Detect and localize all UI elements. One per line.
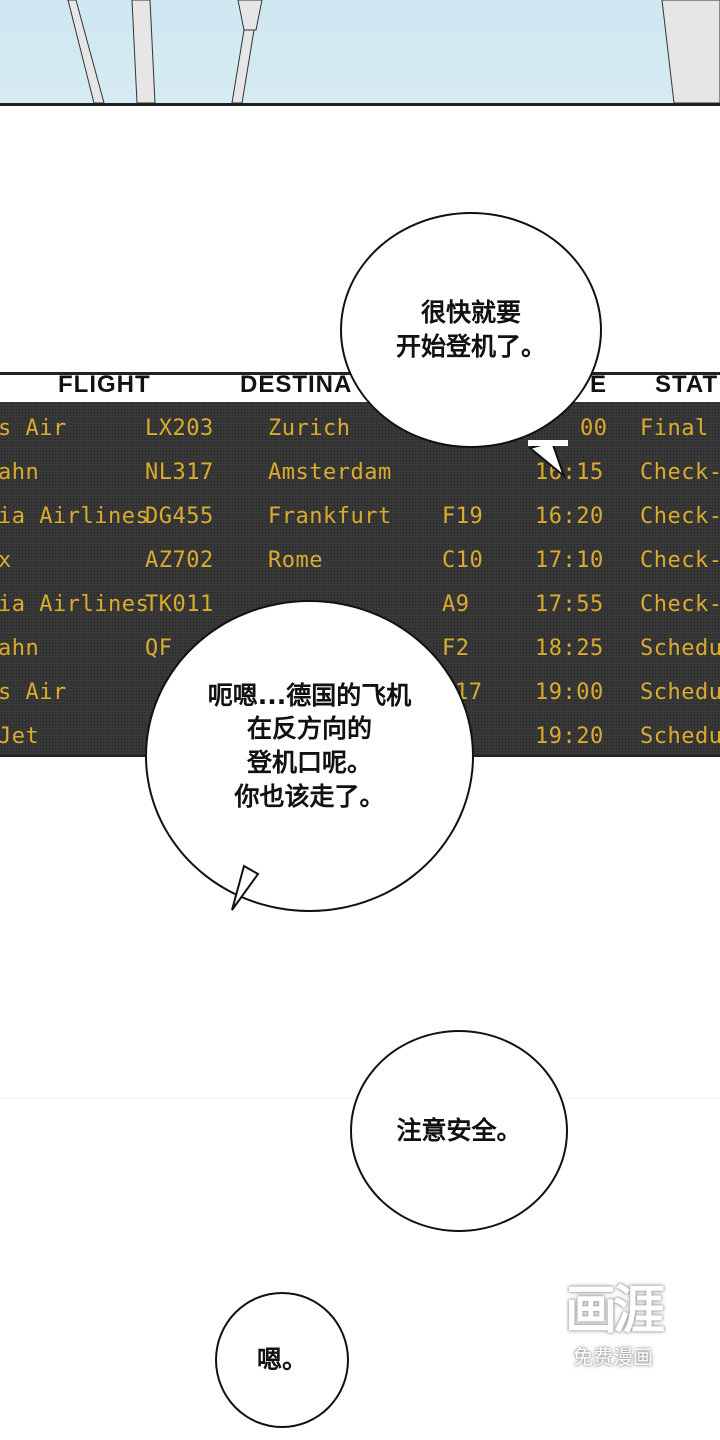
cell-time: 16:20 xyxy=(535,504,604,529)
cell-flight: AZ702 xyxy=(145,548,214,573)
cell-status: Final C xyxy=(640,416,720,441)
bubble-line: 注意安全。 xyxy=(396,1116,522,1146)
cell-status: Check- xyxy=(640,548,720,573)
railing-illustration xyxy=(67,0,720,104)
cell-flight: TK011 xyxy=(145,592,214,617)
cell-airline: s Air xyxy=(0,680,67,705)
board-row: ahn QF F2 18:25 Schedu xyxy=(0,628,720,672)
speech-bubble: 呃嗯...德国的飞机 在反方向的 登机口呢。 你也该走了。 xyxy=(145,600,474,912)
sky-panel xyxy=(0,0,720,106)
cell-flight: LX203 xyxy=(145,416,214,441)
bubble-line: 你也该走了。 xyxy=(234,781,385,811)
board-row: x AZ702 Rome C10 17:10 Check- xyxy=(0,540,720,584)
cell-airline: ahn xyxy=(0,636,40,661)
cell-gate: F19 xyxy=(442,504,484,529)
header-destination: DESTINA xyxy=(240,372,353,398)
watermark-tagline: 免费漫画 xyxy=(573,1345,653,1369)
cell-airline: ahn xyxy=(0,460,40,485)
cell-flight: NL317 xyxy=(145,460,214,485)
header-status: STAT xyxy=(655,372,719,398)
bubble-line: 很快就要 xyxy=(420,298,521,328)
cell-time: 19:00 xyxy=(535,680,604,705)
watermark-logo-text: 画涯 xyxy=(565,1281,665,1341)
cell-destination: Zurich xyxy=(268,416,351,441)
speech-bubble: 注意安全。 xyxy=(350,1030,568,1232)
cell-gate: F2 xyxy=(442,636,470,661)
cell-status: Schedu xyxy=(640,724,720,749)
bubble-line: 嗯。 xyxy=(256,1345,307,1375)
speech-bubble: 很快就要开始登机了。 xyxy=(340,212,602,448)
board-row: ahn NL317 Amsterdam 16:15 Check- xyxy=(0,452,720,496)
cell-airline: x xyxy=(0,548,12,573)
header-time: E xyxy=(590,372,608,398)
cell-flight: DG455 xyxy=(145,504,214,529)
cell-destination: Amsterdam xyxy=(268,460,392,485)
header-flight: FLIGHT xyxy=(58,372,151,398)
speech-bubble: 嗯。 xyxy=(215,1292,349,1428)
cell-status: Check- xyxy=(640,592,720,617)
cell-status: Check- xyxy=(640,460,720,485)
watermark-logo: 画涯 免费漫画 xyxy=(565,1281,665,1370)
cell-airline: ia Airlines xyxy=(0,504,150,529)
cell-airline: Jet xyxy=(0,724,40,749)
cell-time: 17:10 xyxy=(535,548,604,573)
cell-airline: ia Airlines xyxy=(0,592,150,617)
bubble-line: 开始登机了。 xyxy=(395,332,546,361)
cell-status: Check- xyxy=(640,504,720,529)
bubble-line: 登机口呢。 xyxy=(246,748,372,777)
cell-gate: A9 xyxy=(442,592,470,617)
cell-destination: Frankfurt xyxy=(268,504,392,529)
board-row: Jet 19:20 Schedu xyxy=(0,716,720,755)
bubble-tail xyxy=(231,864,260,911)
board-row: s Air LX203 Zurich 00 Final C xyxy=(0,408,720,452)
cell-flight: QF xyxy=(145,636,173,661)
cell-time: 00 xyxy=(580,416,608,441)
cell-status: Schedu xyxy=(640,636,720,661)
bubble-line: 呃嗯...德国的飞机 xyxy=(207,680,412,710)
cell-status: Schedu xyxy=(640,680,720,705)
bubble-tail xyxy=(528,440,568,480)
cell-time: 16:15 xyxy=(535,460,604,485)
cell-time: 19:20 xyxy=(535,724,604,749)
cell-destination: Rome xyxy=(268,548,323,573)
cell-gate: C10 xyxy=(442,548,484,573)
cell-time: 18:25 xyxy=(535,636,604,661)
cell-time: 17:55 xyxy=(535,592,604,617)
bubble-line: 在反方向的 xyxy=(246,714,372,744)
cell-airline: s Air xyxy=(0,416,67,441)
